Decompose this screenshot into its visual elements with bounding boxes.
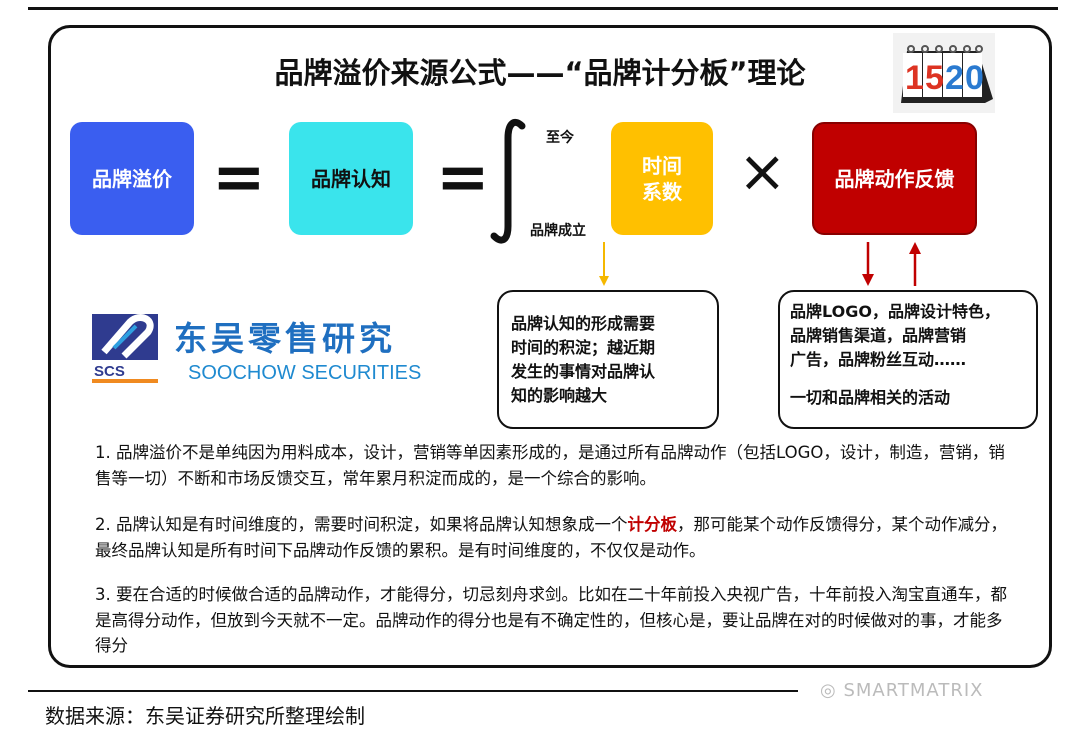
time-coefficient-box: 时间 系数 — [611, 122, 713, 235]
integral-upper-limit: 至今 — [546, 130, 574, 146]
wechat-icon: ◎ — [820, 680, 844, 701]
soochow-logo: SCS 东吴零售研究 SOOCHOW SECURITIES — [90, 312, 440, 387]
brand-cognition-box: 品牌认知 — [289, 122, 413, 235]
integral-lower-limit: 品牌成立 — [530, 223, 586, 239]
watermark: ◎ SMARTMATRIX — [820, 680, 984, 701]
note-line: 一切和品牌相关的活动 — [790, 388, 951, 407]
logo-en-text: SOOCHOW SECURITIES — [188, 362, 422, 384]
time-label-line2: 系数 — [642, 179, 682, 204]
note-line: 品牌LOGO，品牌设计特色， — [790, 302, 1000, 321]
point-3: 3. 要在合适的时候做合适的品牌动作，才能得分，切忌刻舟求剑。比如在二十年前投入… — [95, 585, 1007, 656]
brand-premium-box: 品牌溢价 — [70, 122, 194, 235]
brand-action-feedback-box: 品牌动作反馈 — [812, 122, 977, 235]
scoreboard-image: 1 5 2 0 — [893, 33, 995, 113]
diagram-frame — [48, 25, 1052, 668]
arrow-up-icon — [909, 242, 921, 286]
logo-cn-text: 东吴零售研究 — [174, 319, 396, 358]
equals-sign: = — [212, 141, 266, 215]
score-digit: 2 — [945, 59, 964, 97]
bottom-rule — [28, 690, 798, 692]
note-line: 品牌销售渠道，品牌营销 — [790, 326, 967, 345]
point-2-text: ，那可能某个动作反馈得分，某个动作减分，最终品牌认知是所有时间下品牌动作反馈的累… — [95, 515, 1007, 560]
note-spacer — [790, 372, 1026, 386]
multiply-sign: × — [738, 137, 787, 205]
note-line: 品牌认知的形成需要 — [511, 314, 656, 333]
point-1: 1. 品牌溢价不是单纯因为用料成本，设计，营销等单因素形成的，是通过所有品牌动作… — [95, 443, 1005, 488]
equals-sign: = — [436, 141, 490, 215]
score-digit: 1 — [905, 59, 924, 97]
watermark-text: SMARTMATRIX — [843, 680, 984, 701]
arrow-down-icon — [599, 242, 609, 286]
note-line: 时间的积淀；越近期 — [511, 338, 656, 357]
note-line: 发生的事情对品牌认 — [511, 362, 656, 381]
arrow-down-icon — [862, 242, 874, 286]
diagram-title: 品牌溢价来源公式——“品牌计分板”理论 — [274, 56, 806, 90]
note-line: 知的影响越大 — [511, 386, 608, 405]
time-label-line1: 时间 — [642, 153, 682, 178]
note-line: 广告，品牌粉丝互动…… — [790, 350, 967, 369]
top-rule — [28, 7, 1058, 10]
time-explanation-note: 品牌认知的形成需要 时间的积淀；越近期 发生的事情对品牌认 知的影响越大 — [497, 290, 719, 429]
data-source: 数据来源：东吴证券研究所整理绘制 — [45, 704, 365, 728]
scoreboard-highlight: 计分板 — [627, 515, 678, 534]
arrows — [599, 242, 921, 286]
point-2-text: 2. 品牌认知是有时间维度的，需要时间积淀，如果将品牌认知想象成一个 — [95, 515, 628, 534]
score-digit: 5 — [925, 59, 944, 97]
brand-action-note: 品牌LOGO，品牌设计特色， 品牌销售渠道，品牌营销 广告，品牌粉丝互动…… 一… — [778, 290, 1038, 429]
integral-icon — [490, 119, 526, 244]
point-2: 2. 品牌认知是有时间维度的，需要时间积淀，如果将品牌认知想象成一个计分板，那可… — [95, 512, 1015, 563]
score-digit: 0 — [965, 59, 984, 97]
logo-mark: SCS — [94, 363, 125, 380]
